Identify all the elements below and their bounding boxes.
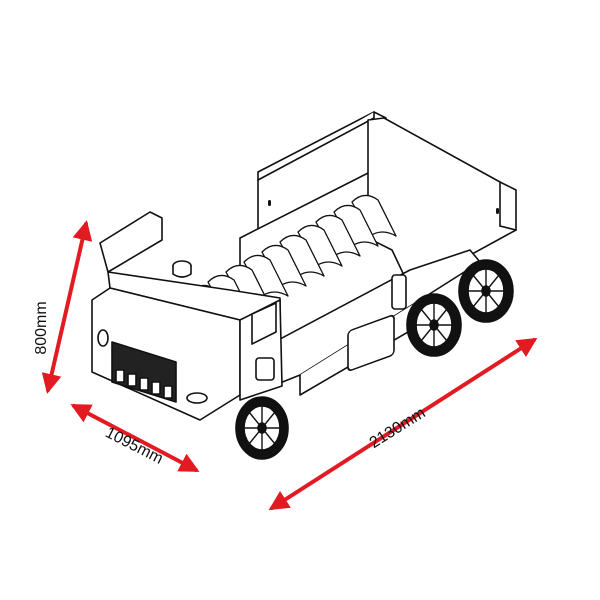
width-arrow — [70, 404, 200, 472]
length-label: 2130mm — [367, 404, 429, 451]
height-arrow — [41, 220, 93, 394]
width-label: 1095mm — [102, 424, 165, 467]
front-grille — [111, 341, 177, 403]
beacon-light — [172, 260, 192, 278]
wheel-rear — [458, 259, 514, 323]
wheel-middle — [406, 293, 462, 357]
dimension-arrows — [41, 220, 538, 511]
truck-bed-drawing — [91, 111, 517, 460]
height-label: 800mm — [33, 301, 50, 354]
side-hatch-small — [391, 274, 407, 310]
wheel-front — [235, 396, 289, 460]
length-arrow — [268, 337, 538, 511]
headlights — [97, 329, 208, 404]
